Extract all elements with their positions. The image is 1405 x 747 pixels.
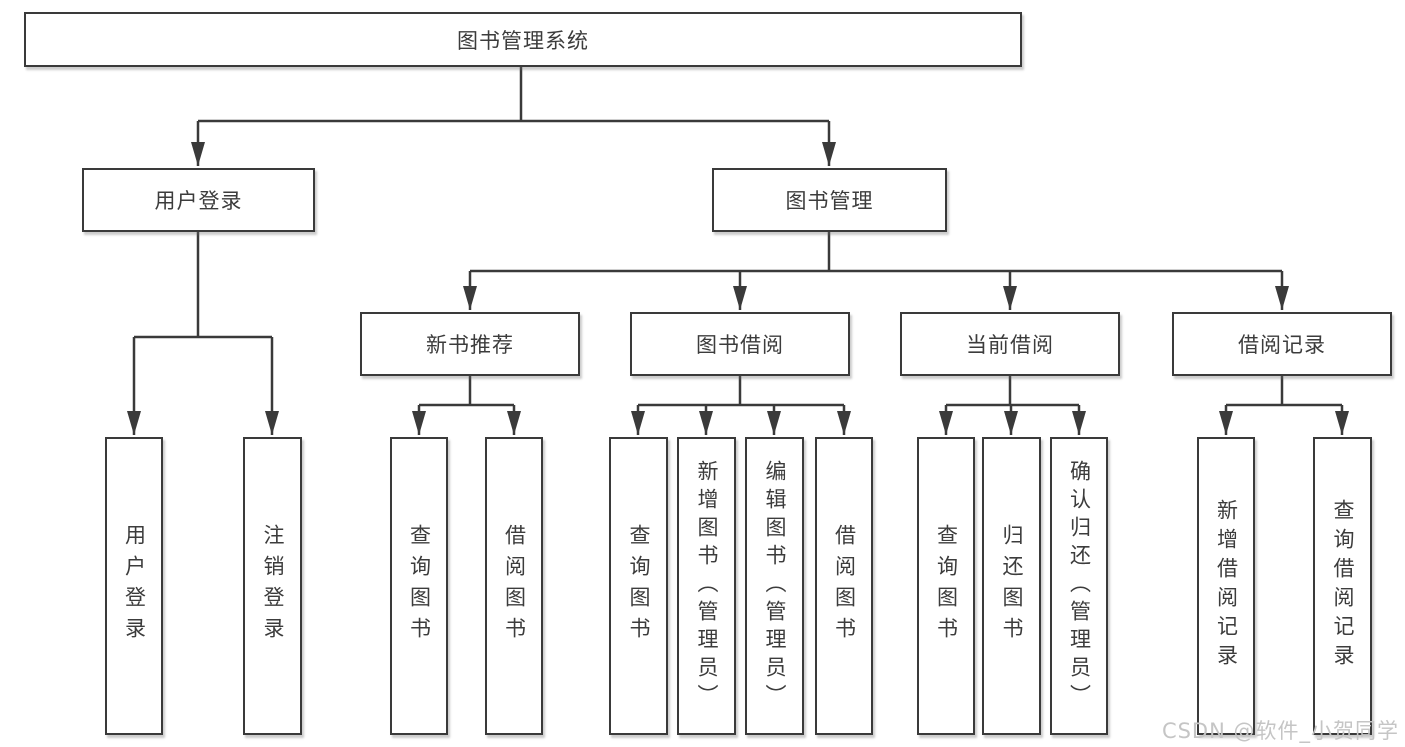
node-label: 图书管理系统 xyxy=(457,28,589,53)
node-library-management-system: 图书管理系统 xyxy=(24,12,1022,67)
node-label: 图书借阅 xyxy=(696,333,784,357)
node-label: 当前借阅 xyxy=(966,333,1054,357)
leaf-return-books: 归还图书 xyxy=(982,437,1041,735)
node-book-borrow: 图书借阅 xyxy=(630,312,850,376)
node-current-borrow: 当前借阅 xyxy=(900,312,1120,376)
leaf-label: 归还图书 xyxy=(1000,524,1024,648)
leaf-label: 查询图书 xyxy=(934,524,959,648)
watermark: CSDN @软件_小贺同学 xyxy=(1161,719,1399,743)
node-borrow-records: 借阅记录 xyxy=(1172,312,1392,376)
node-new-book-recommend: 新书推荐 xyxy=(360,312,580,376)
leaf-confirm-return-admin: 确认归还（管理员） xyxy=(1050,437,1108,735)
leaf-label: 注销登录 xyxy=(261,524,285,648)
leaf-user-login: 用户登录 xyxy=(105,437,163,735)
node-label: 新书推荐 xyxy=(426,333,514,357)
leaf-edit-books-admin: 编辑图书（管理员） xyxy=(745,437,804,735)
node-book-management-branch: 图书管理 xyxy=(712,168,947,232)
node-user-login-branch: 用户登录 xyxy=(82,168,315,232)
leaf-logout: 注销登录 xyxy=(243,437,302,735)
leaf-add-books-admin: 新增图书（管理员） xyxy=(677,437,736,735)
leaf-query-books-borrow: 查询图书 xyxy=(609,437,668,735)
leaf-label: 查询图书 xyxy=(627,524,651,648)
leaf-label: 新增借阅记录 xyxy=(1214,499,1239,673)
node-label: 借阅记录 xyxy=(1238,333,1326,357)
leaf-label: 借阅图书 xyxy=(502,524,527,648)
leaf-label: 查询借阅记录 xyxy=(1331,499,1355,673)
leaf-borrow-books: 借阅图书 xyxy=(815,437,873,735)
leaf-query-books-recommend: 查询图书 xyxy=(390,437,448,735)
leaf-label: 编辑图书（管理员） xyxy=(763,460,787,712)
leaf-query-books-current: 查询图书 xyxy=(917,437,975,735)
leaf-label: 用户登录 xyxy=(122,524,147,648)
leaf-label: 新增图书（管理员） xyxy=(695,460,719,712)
leaf-label: 查询图书 xyxy=(407,524,432,648)
leaf-label: 借阅图书 xyxy=(832,524,857,648)
leaf-add-borrow-record: 新增借阅记录 xyxy=(1197,437,1255,735)
leaf-query-borrow-record: 查询借阅记录 xyxy=(1313,437,1372,735)
node-label: 用户登录 xyxy=(154,189,243,213)
node-label: 图书管理 xyxy=(785,189,874,213)
leaf-borrow-books-recommend: 借阅图书 xyxy=(485,437,543,735)
leaf-label: 确认归还（管理员） xyxy=(1067,460,1092,712)
